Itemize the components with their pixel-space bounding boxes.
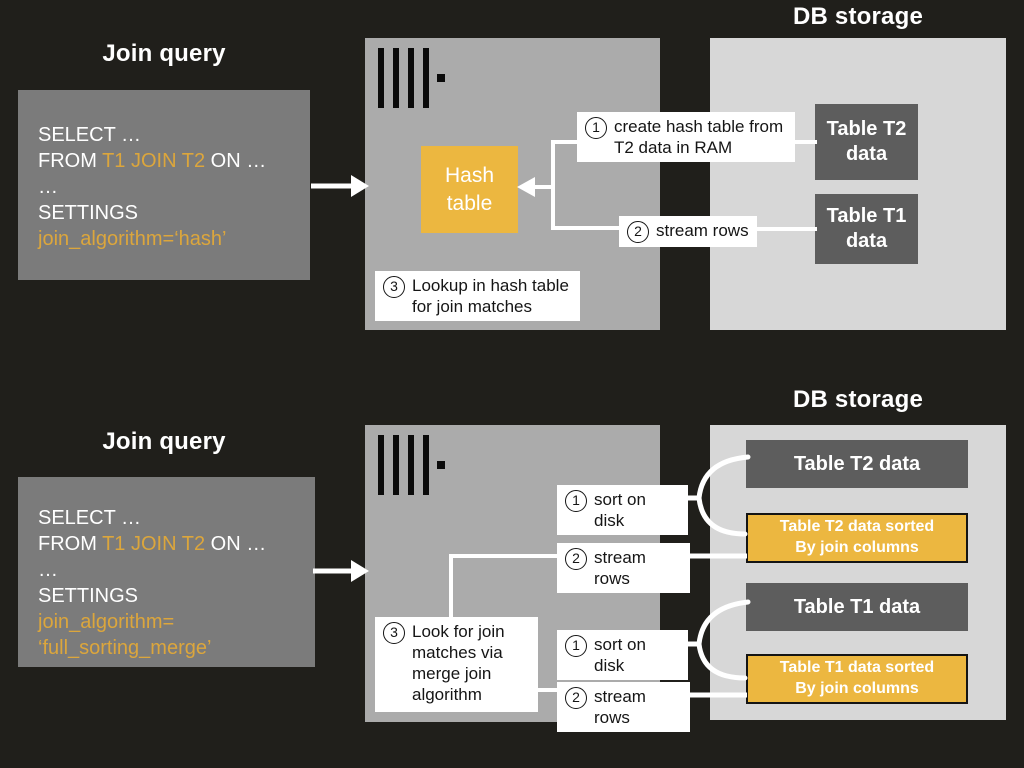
step1-create-hash-table-label: 1 create hash table from T2 data in RAM xyxy=(577,112,795,163)
stream-rows-t1-label: 2 stream rows xyxy=(557,682,690,733)
step3-lookup-label: 3 Lookup in hash table for join matches xyxy=(375,271,580,322)
merge-join-query-box: SELECT … FROM T1 JOIN T2 ON … … SETTINGS… xyxy=(18,477,315,667)
table-t2-sorted-line2: By join columns xyxy=(795,539,919,556)
sort-on-disk-t2-label: 1 sort on disk xyxy=(557,485,688,536)
stream-t2-text: stream rows xyxy=(594,548,646,589)
table-t2-data-label: Table T2 data xyxy=(826,118,907,165)
step3-text: Lookup in hash table for join matches xyxy=(412,276,569,317)
table-t2-data-box: Table T2 data xyxy=(815,104,918,180)
sql-settings-line: SETTINGS xyxy=(38,202,139,224)
stream-t2-number-icon: 2 xyxy=(565,548,587,570)
stream-t1-text: stream rows xyxy=(594,687,646,728)
step3-number-icon: 3 xyxy=(383,276,405,298)
sort-on-disk-t1-label: 1 sort on disk xyxy=(557,630,688,681)
hash-join-query-title: Join query xyxy=(102,40,226,67)
table-t2-sorted-line1: Table T2 data sorted xyxy=(779,518,935,536)
merge-join-query-title: Join query xyxy=(102,428,226,455)
sort-t2-text: sort on disk xyxy=(594,490,646,531)
table-t2-data-box: Table T2 data xyxy=(746,440,968,488)
sort-t2-number-icon: 1 xyxy=(565,490,587,512)
sql-join-tables: T1 JOIN T2 xyxy=(102,533,206,555)
stream-t1-number-icon: 2 xyxy=(565,687,587,709)
arrow-query-to-server-top xyxy=(311,175,369,197)
step3-text: Look for join matches via merge join alg… xyxy=(412,622,505,705)
step2-text: stream rows xyxy=(656,221,749,240)
clickhouse-logo-icon xyxy=(378,48,445,108)
hash-table-label: Hash table xyxy=(444,164,495,215)
table-t1-sorted-box: Table T1 data sorted By join columns xyxy=(746,654,968,704)
hash-join-db-storage-title: DB storage xyxy=(792,3,924,30)
step1-number-icon: 1 xyxy=(585,117,607,139)
table-t2-data-label: Table T2 data xyxy=(793,452,921,475)
clickhouse-logo-icon xyxy=(378,435,445,495)
sort-t1-number-icon: 1 xyxy=(565,635,587,657)
sql-select-line: SELECT … xyxy=(38,124,141,146)
table-t1-data-box: Table T1 data xyxy=(746,583,968,631)
sql-from-line: FROM T1 JOIN T2 ON … xyxy=(38,150,267,172)
sql-ellipsis-line: … xyxy=(38,559,58,581)
step3-number-icon: 3 xyxy=(383,622,405,644)
table-t1-data-label: Table T1 data xyxy=(826,205,907,252)
arrow-query-to-server-bottom xyxy=(313,560,369,582)
sql-setting-value: join_algorithm=‘hash’ xyxy=(38,228,227,250)
merge-join-db-storage-title: DB storage xyxy=(792,386,924,413)
hash-table-box: Hash table xyxy=(421,146,518,233)
sql-join-tables: T1 JOIN T2 xyxy=(102,150,206,172)
step2-number-icon: 2 xyxy=(627,221,649,243)
table-t1-data-label: Table T1 data xyxy=(793,595,921,618)
step1-text: create hash table from T2 data in RAM xyxy=(614,117,784,158)
merge-join-db-storage-box: Table T2 data Table T2 data sorted By jo… xyxy=(710,425,1006,720)
sql-ellipsis-line: … xyxy=(38,176,58,198)
sql-settings-line: SETTINGS xyxy=(38,585,139,607)
table-t2-sorted-box: Table T2 data sorted By join columns xyxy=(746,513,968,563)
table-t1-sorted-line1: Table T1 data sorted xyxy=(779,659,935,677)
sql-setting-value-line1: join_algorithm= xyxy=(38,611,175,633)
table-t1-data-box: Table T1 data xyxy=(815,194,918,264)
sql-select-line: SELECT … xyxy=(38,507,141,529)
hash-join-db-storage-box: Table T2 data Table T1 data xyxy=(710,38,1006,330)
stream-rows-t2-label: 2 stream rows xyxy=(557,543,690,594)
hash-join-query-box: SELECT … FROM T1 JOIN T2 ON … … SETTINGS… xyxy=(18,90,310,280)
sql-from-line: FROM T1 JOIN T2 ON … xyxy=(38,533,267,555)
sql-setting-value-line2: ‘full_sorting_merge’ xyxy=(38,637,212,659)
step3-merge-join-label: 3 Look for join matches via merge join a… xyxy=(375,617,538,712)
sort-t1-text: sort on disk xyxy=(594,635,646,676)
step2-stream-rows-label: 2 stream rows xyxy=(619,216,757,247)
table-t1-sorted-line2: By join columns xyxy=(795,680,919,697)
